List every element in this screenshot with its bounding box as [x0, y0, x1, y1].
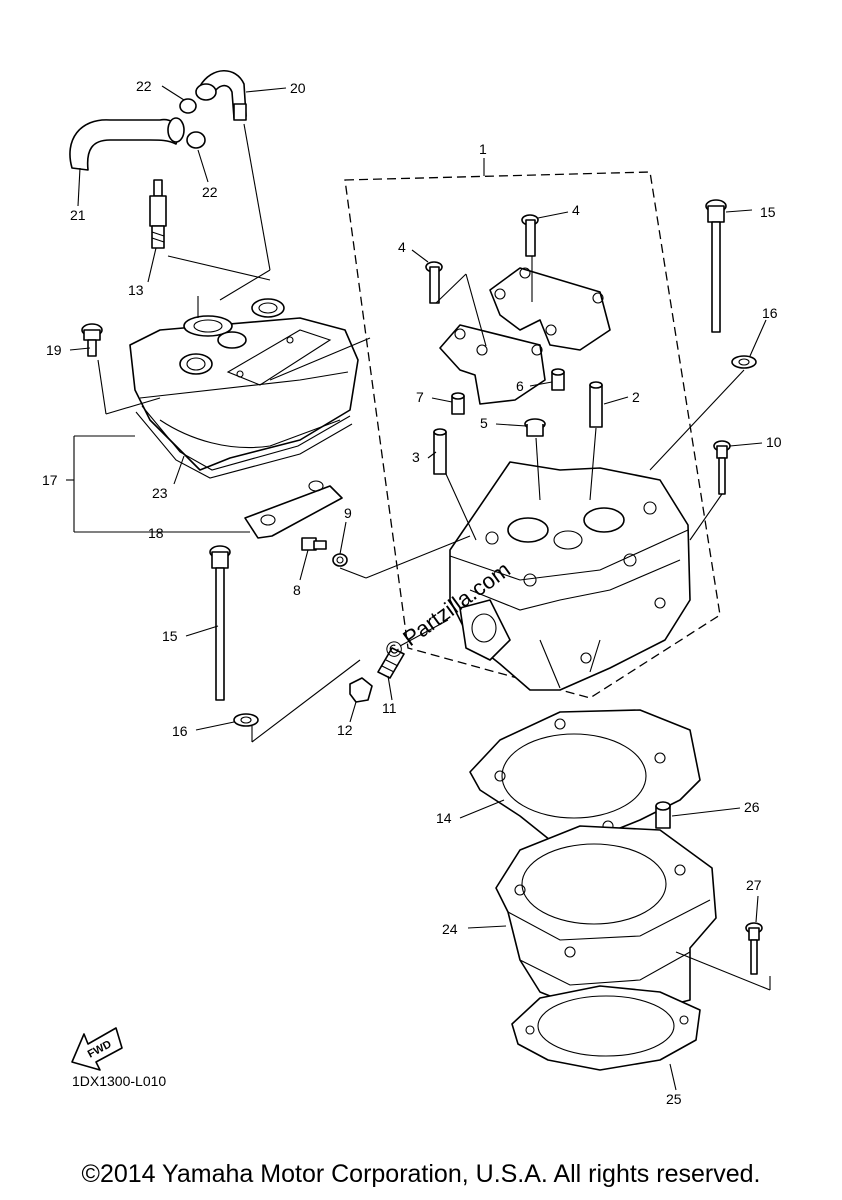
bolt-15a — [705, 199, 727, 333]
callout-18: 18 — [148, 525, 164, 541]
callout-22a: 22 — [136, 78, 152, 94]
cap-bolt-4b — [521, 214, 539, 257]
callout-4b: 4 — [572, 202, 580, 218]
callout-5: 5 — [480, 415, 488, 431]
callout-labels: 1 2 3 4 4 5 6 7 8 9 10 11 12 13 14 15 15… — [42, 78, 782, 1107]
leader-lines — [73, 123, 771, 991]
callout-4a: 4 — [398, 239, 406, 255]
callout-22b: 22 — [202, 184, 218, 200]
camshaft-cap-upper — [489, 267, 611, 351]
cap-bolt-4a — [425, 261, 443, 304]
camshaft-cap-lower — [439, 324, 546, 405]
callout-16a: 16 — [762, 305, 778, 321]
breather-hose-20 — [195, 70, 247, 121]
callout-7: 7 — [416, 389, 424, 405]
callout-26: 26 — [744, 799, 760, 815]
grommet-plate-18 — [244, 480, 343, 539]
callout-10: 10 — [766, 434, 782, 450]
washer-16b — [233, 713, 259, 727]
breather-hose-21 — [69, 117, 185, 171]
callout-14: 14 — [436, 810, 452, 826]
callout-17: 17 — [42, 472, 58, 488]
stud-bolt-11 — [377, 647, 405, 679]
spark-plug-13 — [149, 179, 167, 249]
dowel-pin-7 — [451, 392, 465, 415]
callout-12: 12 — [337, 722, 353, 738]
cover-gasket-23 — [135, 405, 353, 479]
callout-15a: 15 — [760, 204, 776, 220]
callout-13: 13 — [128, 282, 144, 298]
gasket-9 — [332, 553, 348, 567]
callout-6: 6 — [516, 378, 524, 394]
stud-bolt-2 — [589, 381, 603, 428]
callout-20: 20 — [290, 80, 306, 96]
fwd-arrow-icon: FWD — [71, 1027, 123, 1071]
bolt-10 — [713, 440, 731, 495]
callout-24: 24 — [442, 921, 458, 937]
callout-21: 21 — [70, 207, 86, 223]
base-gasket-25 — [511, 985, 701, 1071]
cylinder-24 — [495, 825, 717, 1013]
cylinder-head-1 — [449, 461, 691, 691]
callout-19: 19 — [46, 342, 62, 358]
hose-clip-22b — [186, 131, 206, 149]
callout-11: 11 — [382, 700, 397, 716]
diagram-code: 1DX1300-L010 — [72, 1073, 166, 1089]
dowel-pin-6 — [551, 368, 565, 391]
cylinder-head-cover-17 — [129, 298, 359, 471]
callout-pointers — [66, 85, 767, 1091]
callout-25: 25 — [666, 1091, 682, 1107]
cover-bolt-19 — [81, 323, 103, 357]
plug-5 — [524, 418, 546, 437]
callout-1: 1 — [479, 141, 487, 157]
stud-bolt-3 — [433, 428, 447, 475]
union-bolt-8 — [301, 537, 327, 551]
callout-23: 23 — [152, 485, 168, 501]
hose-clip-22a — [179, 98, 197, 114]
callout-9: 9 — [344, 505, 352, 521]
callout-8: 8 — [293, 582, 301, 598]
bolt-27 — [745, 922, 763, 975]
callout-15b: 15 — [162, 628, 178, 644]
callout-16b: 16 — [172, 723, 188, 739]
callout-3: 3 — [412, 449, 420, 465]
callout-2: 2 — [632, 389, 640, 405]
washer-16a — [731, 355, 757, 369]
callout-27: 27 — [746, 877, 762, 893]
dowel-pin-26 — [655, 801, 671, 829]
bolt-15b — [209, 545, 231, 701]
flange-nut-12 — [349, 677, 373, 703]
head-gasket-14 — [469, 709, 701, 841]
cylinder-head-assembly-outline — [344, 171, 721, 699]
copyright-notice: ©2014 Yamaha Motor Corporation, U.S.A. A… — [81, 1160, 761, 1188]
